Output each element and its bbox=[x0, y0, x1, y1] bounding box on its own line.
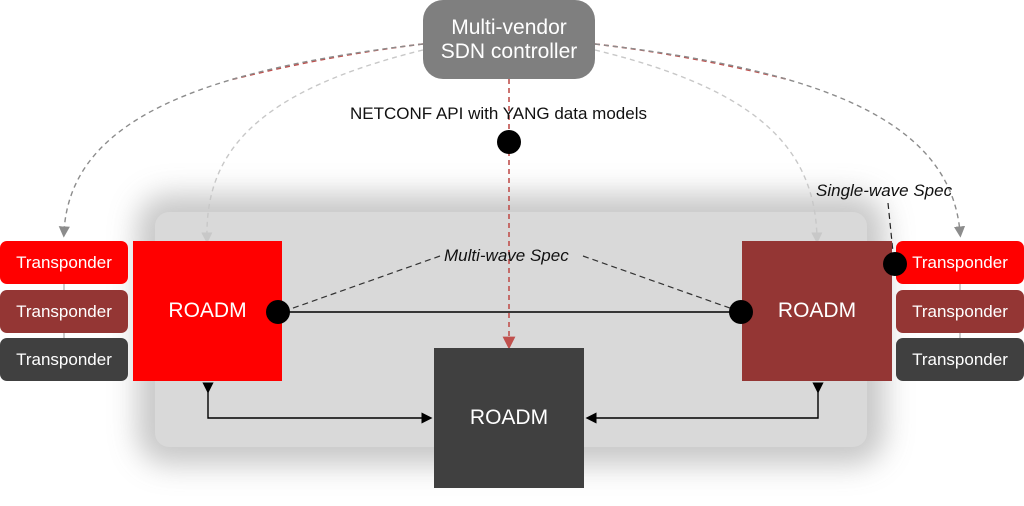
multiwave-leader-right bbox=[582, 255, 742, 313]
transponder-left-1: Transponder bbox=[0, 241, 128, 284]
transponder-left-2: Transponder bbox=[0, 290, 128, 333]
netconf-interface-dot bbox=[497, 130, 521, 154]
roadm-right-port-dot bbox=[729, 300, 753, 324]
transponder-right-2: Transponder bbox=[896, 290, 1024, 333]
roadm-left-port-dot bbox=[266, 300, 290, 324]
control-link-left-transponder bbox=[58, 43, 424, 238]
transponder-label: Transponder bbox=[16, 349, 112, 369]
control-link-right-roadm bbox=[594, 49, 823, 244]
roadm-link-right-center bbox=[585, 382, 824, 424]
transponder-label: Transponder bbox=[912, 349, 1008, 369]
transponder-label: Transponder bbox=[912, 252, 1008, 272]
roadm-right-label: ROADM bbox=[777, 299, 857, 322]
multiwave-label: Multi-wave Spec bbox=[444, 246, 569, 265]
roadm-right: ROADM bbox=[742, 241, 892, 381]
transponder-left-3: Transponder bbox=[0, 338, 128, 381]
roadm-center-label: ROADM bbox=[469, 406, 549, 429]
transponder-right-3: Transponder bbox=[896, 338, 1024, 381]
control-link-right-red bbox=[594, 43, 791, 81]
control-link-left-roadm bbox=[201, 49, 424, 244]
singlewave-label: Single-wave Spec bbox=[816, 181, 953, 200]
controller-line1: Multi-vendor bbox=[451, 15, 567, 39]
multiwave-leader-left bbox=[281, 255, 441, 313]
transponder-label: Transponder bbox=[16, 301, 112, 321]
transponder-right-1: Transponder bbox=[896, 241, 1024, 284]
transponder-label: Transponder bbox=[16, 252, 112, 272]
control-link-right-transponder bbox=[594, 43, 966, 238]
transponder-label: Transponder bbox=[912, 301, 1008, 321]
netconf-label: NETCONF API with YANG data models bbox=[350, 104, 647, 123]
roadm-link-left-center bbox=[202, 382, 433, 424]
control-link-left-red bbox=[229, 43, 424, 81]
sdn-controller: Multi-vendor SDN controller bbox=[423, 0, 595, 79]
roadm-left-label: ROADM bbox=[168, 299, 247, 322]
roadm-center: ROADM bbox=[434, 348, 584, 488]
roadm-left: ROADM bbox=[133, 241, 282, 381]
controller-line2: SDN controller bbox=[440, 39, 578, 63]
transponder-port-dot bbox=[883, 252, 907, 276]
